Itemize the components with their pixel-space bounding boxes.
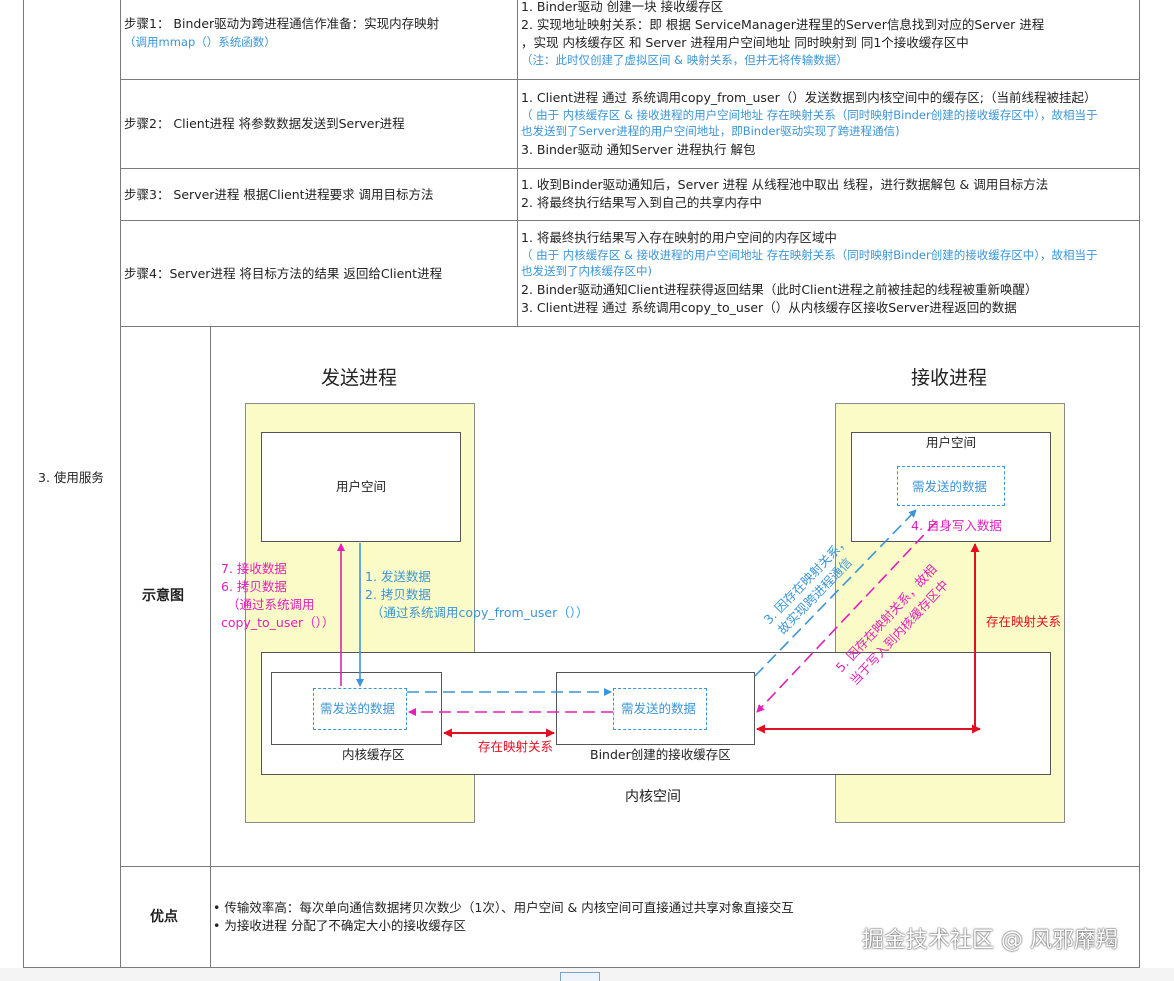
kernel-data-box-label: 需发送的数据 <box>320 701 396 716</box>
arrow-binder-to-recv <box>754 509 917 677</box>
step4-note2: 也发送到了内核缓存区中) <box>521 264 652 278</box>
table-border-bottom <box>23 967 1140 968</box>
advantages-label: 优点 <box>150 909 178 925</box>
step4-line1: 1. 将最终执行结果写入存在映射的用户空间的内存区域中 <box>521 230 837 245</box>
step4-note1: （ 由于 内核缓存区 & 接收进程的用户空间地址 存在映射关系（同时映射Bind… <box>521 248 1098 262</box>
step1-line2: 2. 实现地址映射关系：即 根据 ServiceManager进程里的Serve… <box>521 17 1045 32</box>
row-sep-1 <box>120 79 1140 80</box>
mapping-label-kernel: 存在映射关系 <box>478 739 554 754</box>
step3-line2: 2. 将最终执行结果写入到自己的共享内存中 <box>521 195 762 210</box>
binder-data-box-label: 需发送的数据 <box>621 701 697 716</box>
step4-line2: 2. Binder驱动通知Client进程获得返回结果（此时Client进程之前… <box>521 282 1038 297</box>
step3-line1: 1. 收到Binder驱动通知后，Server 进程 从线程池中取出 线程，进行… <box>521 177 1049 192</box>
arrow-recv-to-binder <box>756 521 937 713</box>
scroll-thumb[interactable] <box>560 972 600 981</box>
binder-buffer-label: Binder创建的接收缓存区 <box>590 747 731 762</box>
row-sep-3 <box>120 220 1140 221</box>
recv-step7: 7. 接收数据 <box>221 561 287 576</box>
advantage-item-2: • 为接收进程 分配了不确定大小的接收缓存区 <box>213 918 466 933</box>
recv-step-note2: copy_to_user（）） <box>221 615 335 630</box>
recv-step-note1: （通过系统调用 <box>227 597 315 612</box>
table-border-right <box>1139 0 1140 968</box>
step1-label: 步骤1： Binder驱动为跨进程通信作准备：实现内存映射 <box>124 16 440 31</box>
step4-label: 步骤4：Server进程 将目标方法的结果 返回给Client进程 <box>124 266 443 281</box>
send-step1: 1. 发送数据 <box>365 569 431 584</box>
diagram-row-label: 示意图 <box>142 588 184 604</box>
step3-label: 步骤3： Server进程 根据Client进程要求 调用目标方法 <box>124 187 434 202</box>
kernel-space-label: 内核空间 <box>625 789 681 805</box>
table-border-left <box>23 0 24 968</box>
kernel-buffer-label: 内核缓存区 <box>342 747 405 762</box>
table-divider-col2 <box>517 0 518 326</box>
recv-user-space-label: 用户空间 <box>926 435 977 450</box>
binder-data-box <box>613 688 707 730</box>
recv-step6: 6. 拷贝数据 <box>221 579 287 594</box>
step1-line1: 1. Binder驱动 创建一块 接收缓存区 <box>521 0 724 14</box>
step2-line1: 1. Client进程 通过 系统调用copy_from_user（）发送数据到… <box>521 90 1097 105</box>
row-sep-2 <box>120 168 1140 169</box>
step1-note: （注：此时仅创建了虚拟区间 & 映射关系，但并无将传输数据） <box>521 53 848 67</box>
step2-label: 步骤2： Client进程 将参数数据发送到Server进程 <box>124 116 405 131</box>
table-divider-col1 <box>120 0 121 968</box>
row-sep-4 <box>120 326 1140 327</box>
step2-note1: （ 由于 内核缓存区 & 接收进程的用户空间地址 存在映射关系（同时映射Bind… <box>521 108 1098 122</box>
recv-process-title: 接收进程 <box>911 367 988 389</box>
advantage-item-1: • 传输效率高：每次单向通信数据拷贝次数少（1次）、用户空间 & 内核空间可直接… <box>213 900 794 915</box>
send-user-space <box>261 432 461 542</box>
send-process-title: 发送进程 <box>321 367 398 389</box>
send-user-space-label: 用户空间 <box>336 479 387 494</box>
self-write-label: 4. 自身写入数据 <box>911 518 1002 533</box>
recv-data-box-label: 需发送的数据 <box>912 479 988 494</box>
section-label: 3. 使用服务 <box>38 470 104 485</box>
step1-label-note: （调用mmap（）系统函数） <box>124 35 276 49</box>
step2-line3: 3. Binder驱动 通知Server 进程执行 解包 <box>521 142 756 157</box>
step2-note2: 也发送到了Server进程的用户空间地址，即Binder驱动实现了跨进程通信) <box>521 124 900 138</box>
watermark: 掘金技术社区 @ 风邪靡羯 <box>862 928 1118 953</box>
row-sep-5 <box>120 866 1140 867</box>
send-step-note: （通过系统调用copy_from_user（）） <box>371 605 589 620</box>
step1-line3: ，实现 内核缓存区 和 Server 进程用户空间地址 同时映射到 同1个接收缓… <box>521 35 969 50</box>
step4-line3: 3. Client进程 通过 系统调用copy_to_user（）从内核缓存区接… <box>521 300 1017 315</box>
kernel-data-box <box>313 688 407 730</box>
mapping-label-recv: 存在映射关系 <box>986 614 1062 629</box>
recv-data-box <box>897 466 1005 506</box>
send-step2: 2. 拷贝数据 <box>365 587 431 602</box>
table-divider-diagram <box>210 326 211 968</box>
